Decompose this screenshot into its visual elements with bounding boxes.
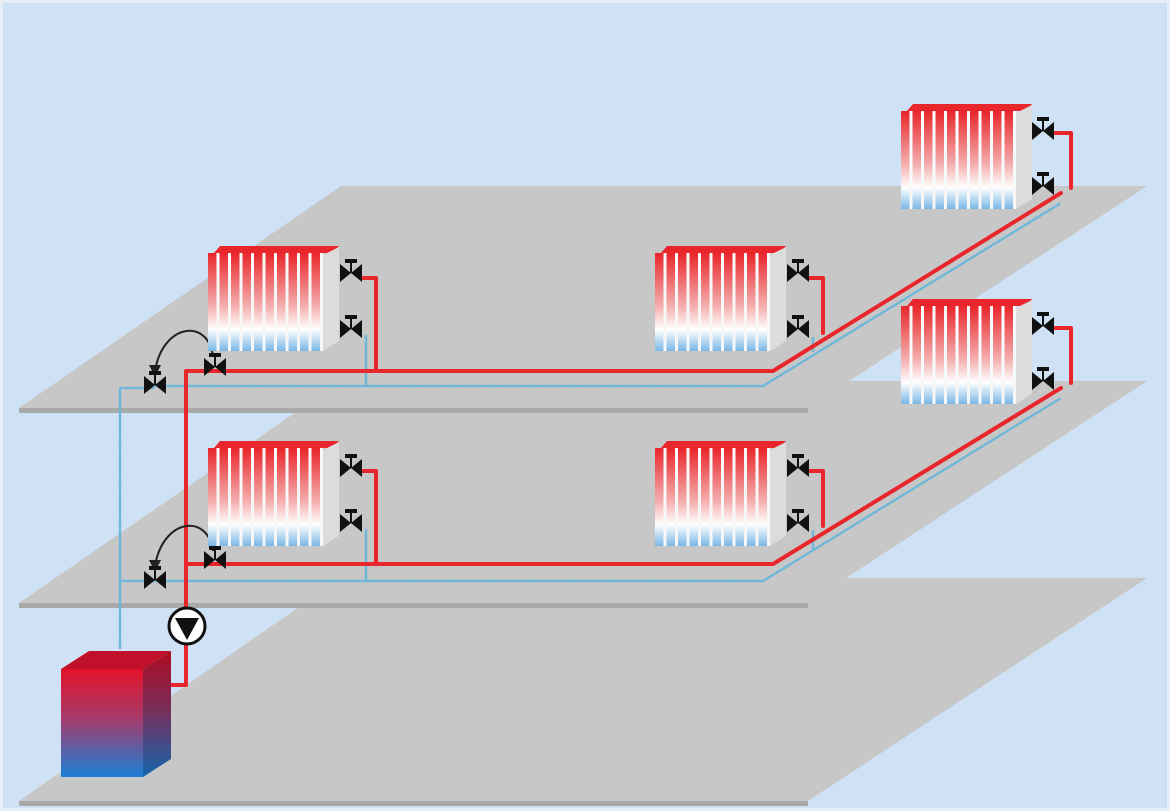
radiator-icon xyxy=(208,246,339,351)
supply-main-upper xyxy=(206,191,1063,373)
radiator-icon xyxy=(901,299,1032,404)
valve-icon xyxy=(340,509,362,532)
radiator-icon xyxy=(655,246,786,351)
balancing-valve-icon xyxy=(144,566,166,589)
valve-icon xyxy=(787,454,809,477)
supply-connection xyxy=(807,276,825,335)
floor-slab xyxy=(19,381,1147,608)
floor-slab xyxy=(19,578,1147,806)
supply-connection xyxy=(1053,326,1073,385)
balancing-valve-icon xyxy=(204,546,226,569)
valve-icon xyxy=(1032,312,1054,335)
supply-connection xyxy=(361,469,378,566)
valve-icon xyxy=(787,315,809,338)
valve-icon xyxy=(340,259,362,282)
boiler xyxy=(61,651,171,777)
balancing-valve-icon xyxy=(204,353,226,376)
supply-connection xyxy=(807,469,825,528)
valve-icon xyxy=(340,454,362,477)
valve-icon xyxy=(787,509,809,532)
valve-icon xyxy=(1032,172,1054,195)
valve-icon xyxy=(1032,117,1054,140)
return-main-upper xyxy=(151,201,1063,388)
supply-connection xyxy=(361,276,378,373)
return-riser xyxy=(118,386,155,650)
return-main-lower xyxy=(151,396,1063,583)
radiator-icon xyxy=(208,441,339,546)
valve-icon xyxy=(787,259,809,282)
balancing-valve-icon xyxy=(144,371,166,394)
floor-slab xyxy=(19,186,1147,413)
heating-system-diagram xyxy=(19,104,1147,806)
radiator-icon xyxy=(655,441,786,546)
supply-connection xyxy=(1053,131,1073,190)
valve-icon xyxy=(1032,367,1054,390)
supply-main-lower xyxy=(206,386,1063,566)
supply-riser xyxy=(184,369,210,609)
radiator-icon xyxy=(901,104,1032,209)
circulation-pump-icon xyxy=(167,606,207,646)
valve-icon xyxy=(340,315,362,338)
